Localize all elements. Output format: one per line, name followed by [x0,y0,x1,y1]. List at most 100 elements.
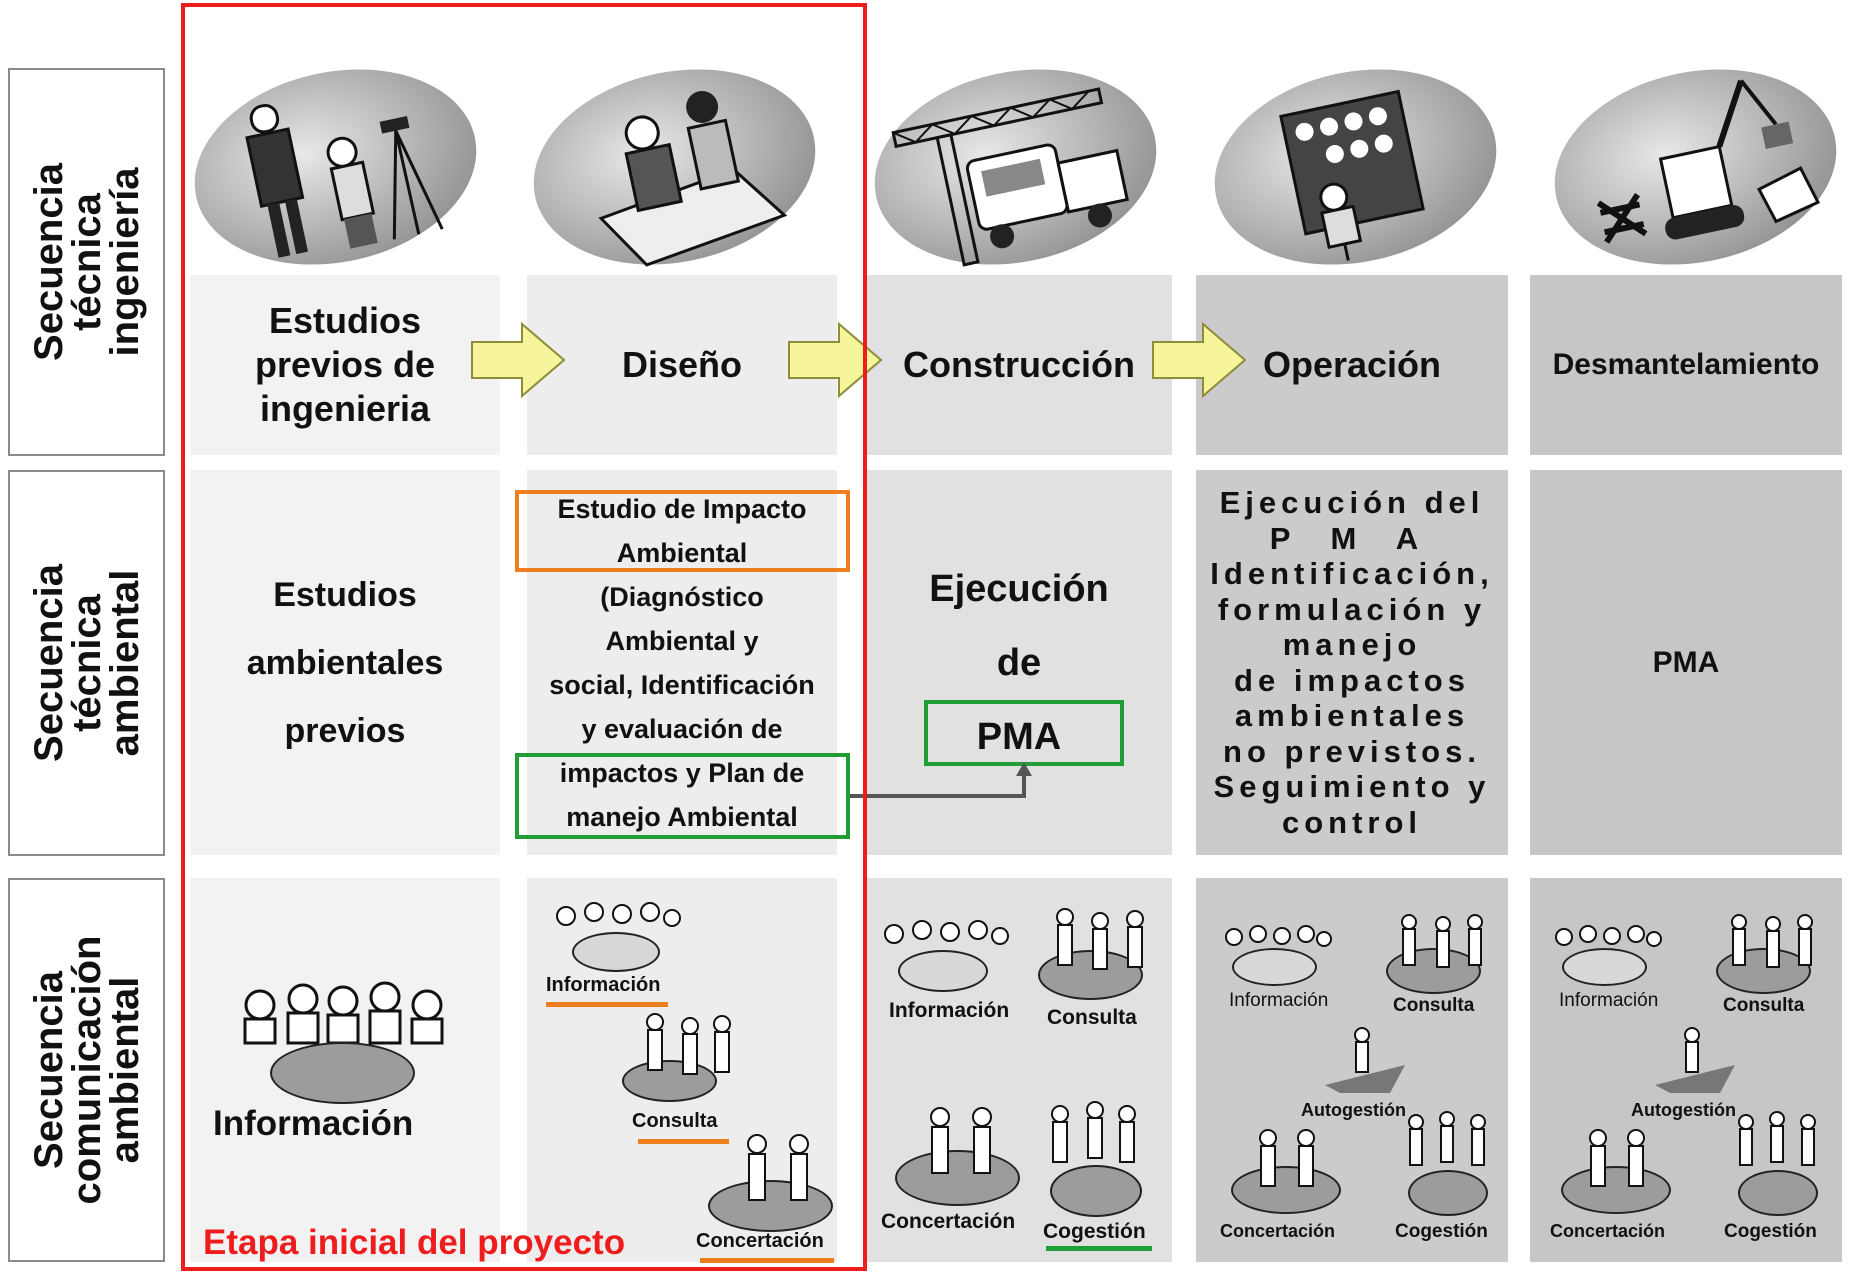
phase-construccion-cell: Construcción [866,275,1172,455]
env-estudios-cell: Estudios ambientales previos [190,470,500,855]
row-label-engineering: Secuencia técnica ingeniería [8,68,165,456]
consultation-circle [1716,948,1811,994]
orange-underline [700,1258,834,1263]
env-desmantelamiento-label: PMA [1652,645,1720,679]
people-group-icon [1738,1111,1816,1166]
concertation-circle [895,1150,1020,1206]
people-group-icon [1225,925,1332,947]
comm-concertacion-label: Concertación [881,1210,1016,1233]
phase-operacion-cell: Operación [1196,275,1508,455]
information-circle [1232,948,1317,986]
env-eia-line: impactos y Plan de [559,757,805,788]
flow-arrow-icon [471,322,566,398]
env-operacion-line: Identificación, [1210,556,1494,591]
env-estudios-line: ambientales [246,643,444,682]
row-label-line: Secuencia [26,971,71,1169]
comm-autogestion-label: Autogestión [1631,1100,1736,1120]
information-circle [572,932,660,972]
phase-estudios-line: ingenieria [259,388,431,429]
information-circle [898,950,988,992]
people-group-icon [1051,1101,1136,1163]
people-group-icon [243,981,444,1045]
env-eia-line: (Diagnóstico [600,581,764,612]
row-label-line: Secuencia [26,163,71,361]
people-group-icon [556,902,681,927]
orange-underline [638,1139,729,1144]
pma-execution-highlight-box [924,700,1124,766]
phase-estudios-cell: Estudios previos de ingenieria [190,275,500,455]
comm-cogestion-label: Cogestión [1043,1220,1146,1243]
initial-stage-highlight-frame [181,3,867,1271]
autogestion-figure-icon [1325,1027,1405,1093]
phase-construccion-label: Construcción [902,344,1135,385]
cogestion-circle [1738,1170,1818,1216]
pma-plan-highlight-box [515,753,850,839]
information-circle [270,1042,415,1104]
phase-diseno-cell: Diseño [527,275,837,455]
surveyors-icon [176,44,495,290]
env-construccion-pma: PMA [976,715,1062,758]
concertation-circle [708,1180,833,1232]
control-panel-operator-icon [1196,44,1515,290]
comm-informacion-label: Información [213,1104,414,1143]
people-group-icon [1555,925,1662,947]
env-eia-line: Estudio de Impacto [557,493,807,524]
information-circle [1562,948,1647,986]
cogestion-circle [1408,1170,1488,1216]
phase-estudios-line: Estudios [268,300,421,341]
flow-arrow-icon [788,322,883,398]
people-group-icon [884,920,1009,945]
row-label-environmental: Secuencia técnica ambiental [8,470,165,856]
env-operacion-line: ambientales [1234,698,1470,733]
consultation-circle [1038,950,1143,1000]
comm-autogestion-label: Autogestión [1301,1100,1406,1120]
eia-title-highlight-box [515,490,850,572]
comm-informacion-label: Información [889,999,1010,1022]
crane-truck-icon [856,44,1175,290]
people-group-icon [1401,914,1483,968]
env-operacion-line: P M A [1269,520,1435,556]
people-group-icon [930,1107,992,1174]
row-label-line: Secuencia [26,564,71,762]
dismantling-machinery-icon [1536,44,1849,290]
comm-consulta-label: Consulta [1723,995,1805,1016]
concertation-circle [1561,1166,1671,1214]
comm-consulta-label: Consulta [1047,1006,1137,1029]
people-group-icon [1589,1129,1645,1187]
comm-concertacion-label: Concertación [696,1230,824,1252]
env-operacion-line: de impactos [1234,662,1470,698]
env-desmantelamiento-cell: PMA [1530,470,1842,855]
comm-concertacion-label: Concertación [1220,1221,1336,1241]
env-eia-line: manejo Ambiental [566,801,798,832]
row-label-line: ingeniería [102,167,147,357]
env-eia-line: Ambiental y [605,625,759,656]
env-estudios-line: previos [284,711,406,750]
comm-consulta-label: Consulta [632,1110,718,1132]
designers-icon [515,44,834,290]
plan-to-execution-arrow-icon [850,762,1032,798]
initial-stage-label: Etapa inicial del proyecto [203,1223,626,1262]
env-operacion-line: formulación y [1217,591,1487,627]
comm-informacion-label: Información [546,974,661,996]
env-eia-line: social, Identificación [549,669,815,700]
row-label-line: técnica [64,594,109,732]
phase-estudios-line: previos de [254,344,436,385]
phase-desmantelamiento-label: Desmantelamiento [1552,348,1820,381]
env-construccion-line: Ejecución [929,567,1109,610]
consultation-circle [622,1060,717,1102]
env-construccion-line: de [996,641,1042,684]
orange-underline [546,1002,668,1007]
comm-cogestion-label: Cogestión [1724,1221,1817,1242]
concertation-circle [1231,1166,1341,1214]
env-eia-line: y evaluación de [581,713,783,744]
env-operacion-cell: Ejecución del P M A Identificación, form… [1196,470,1508,855]
people-group-icon [646,1013,731,1075]
env-construccion-cell: Ejecución de PMA [866,470,1172,855]
autogestion-figure-icon [1655,1027,1735,1093]
cogestion-circle [1050,1165,1142,1217]
env-eia-cell: Estudio de Impacto Ambiental (Diagnóstic… [527,470,837,855]
people-group-icon [1408,1111,1486,1166]
env-operacion-line: control [1281,804,1423,840]
env-operacion-line: no previstos. [1223,733,1481,769]
phase-operacion-label: Operación [1262,344,1442,385]
